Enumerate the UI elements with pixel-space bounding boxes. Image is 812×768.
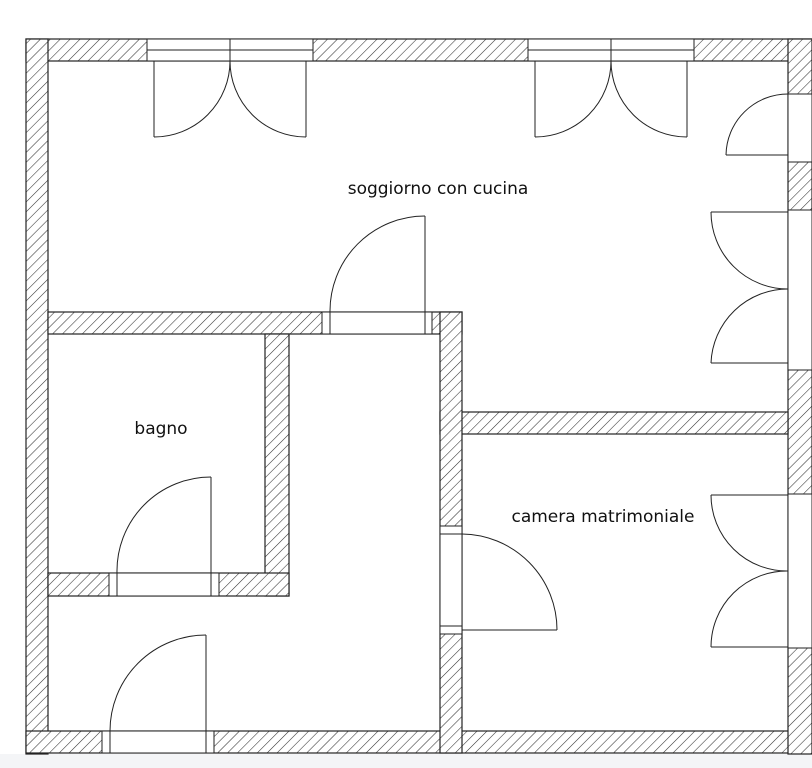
window-right-3 <box>787 493 812 649</box>
room-label-bath: bagno <box>134 419 187 439</box>
swing-tr-arc-left <box>534 60 612 138</box>
doorway-living-corridor <box>321 311 433 335</box>
door-bedroom-arc <box>461 533 558 631</box>
wall-outer-left <box>25 38 49 755</box>
swing-r2-arc-bottom <box>710 288 789 364</box>
window-right-1 <box>787 93 812 163</box>
swing-tl-arc-left <box>153 60 231 138</box>
window-right-2 <box>787 209 812 371</box>
swing-r3-arc-top <box>710 494 789 572</box>
doorway-bedroom <box>439 525 463 635</box>
doorway-bath <box>108 572 220 597</box>
wall-living-bedroom <box>439 411 789 435</box>
swing-r3-arc-bottom <box>710 570 789 648</box>
swing-r2-arc-top <box>710 211 789 290</box>
door-bath-arc <box>116 476 212 574</box>
room-labels: soggiorno con cucina bagno camera matrim… <box>134 179 694 527</box>
door-swings <box>109 60 789 732</box>
door-living-arc <box>329 215 426 313</box>
doorway-entrance <box>101 730 215 754</box>
bottom-strip <box>0 754 812 768</box>
swing-r1-arc <box>725 93 789 156</box>
room-label-bedroom: camera matrimoniale <box>511 507 694 527</box>
door-entrance-arc <box>109 634 207 732</box>
walls <box>25 38 812 755</box>
room-label-living: soggiorno con cucina <box>348 179 529 199</box>
wall-outer-bottom <box>25 730 812 754</box>
wall-bath-right <box>264 333 290 597</box>
swing-tl-arc-right <box>229 60 307 138</box>
swing-tr-arc-right <box>610 60 688 138</box>
openings <box>101 38 812 754</box>
